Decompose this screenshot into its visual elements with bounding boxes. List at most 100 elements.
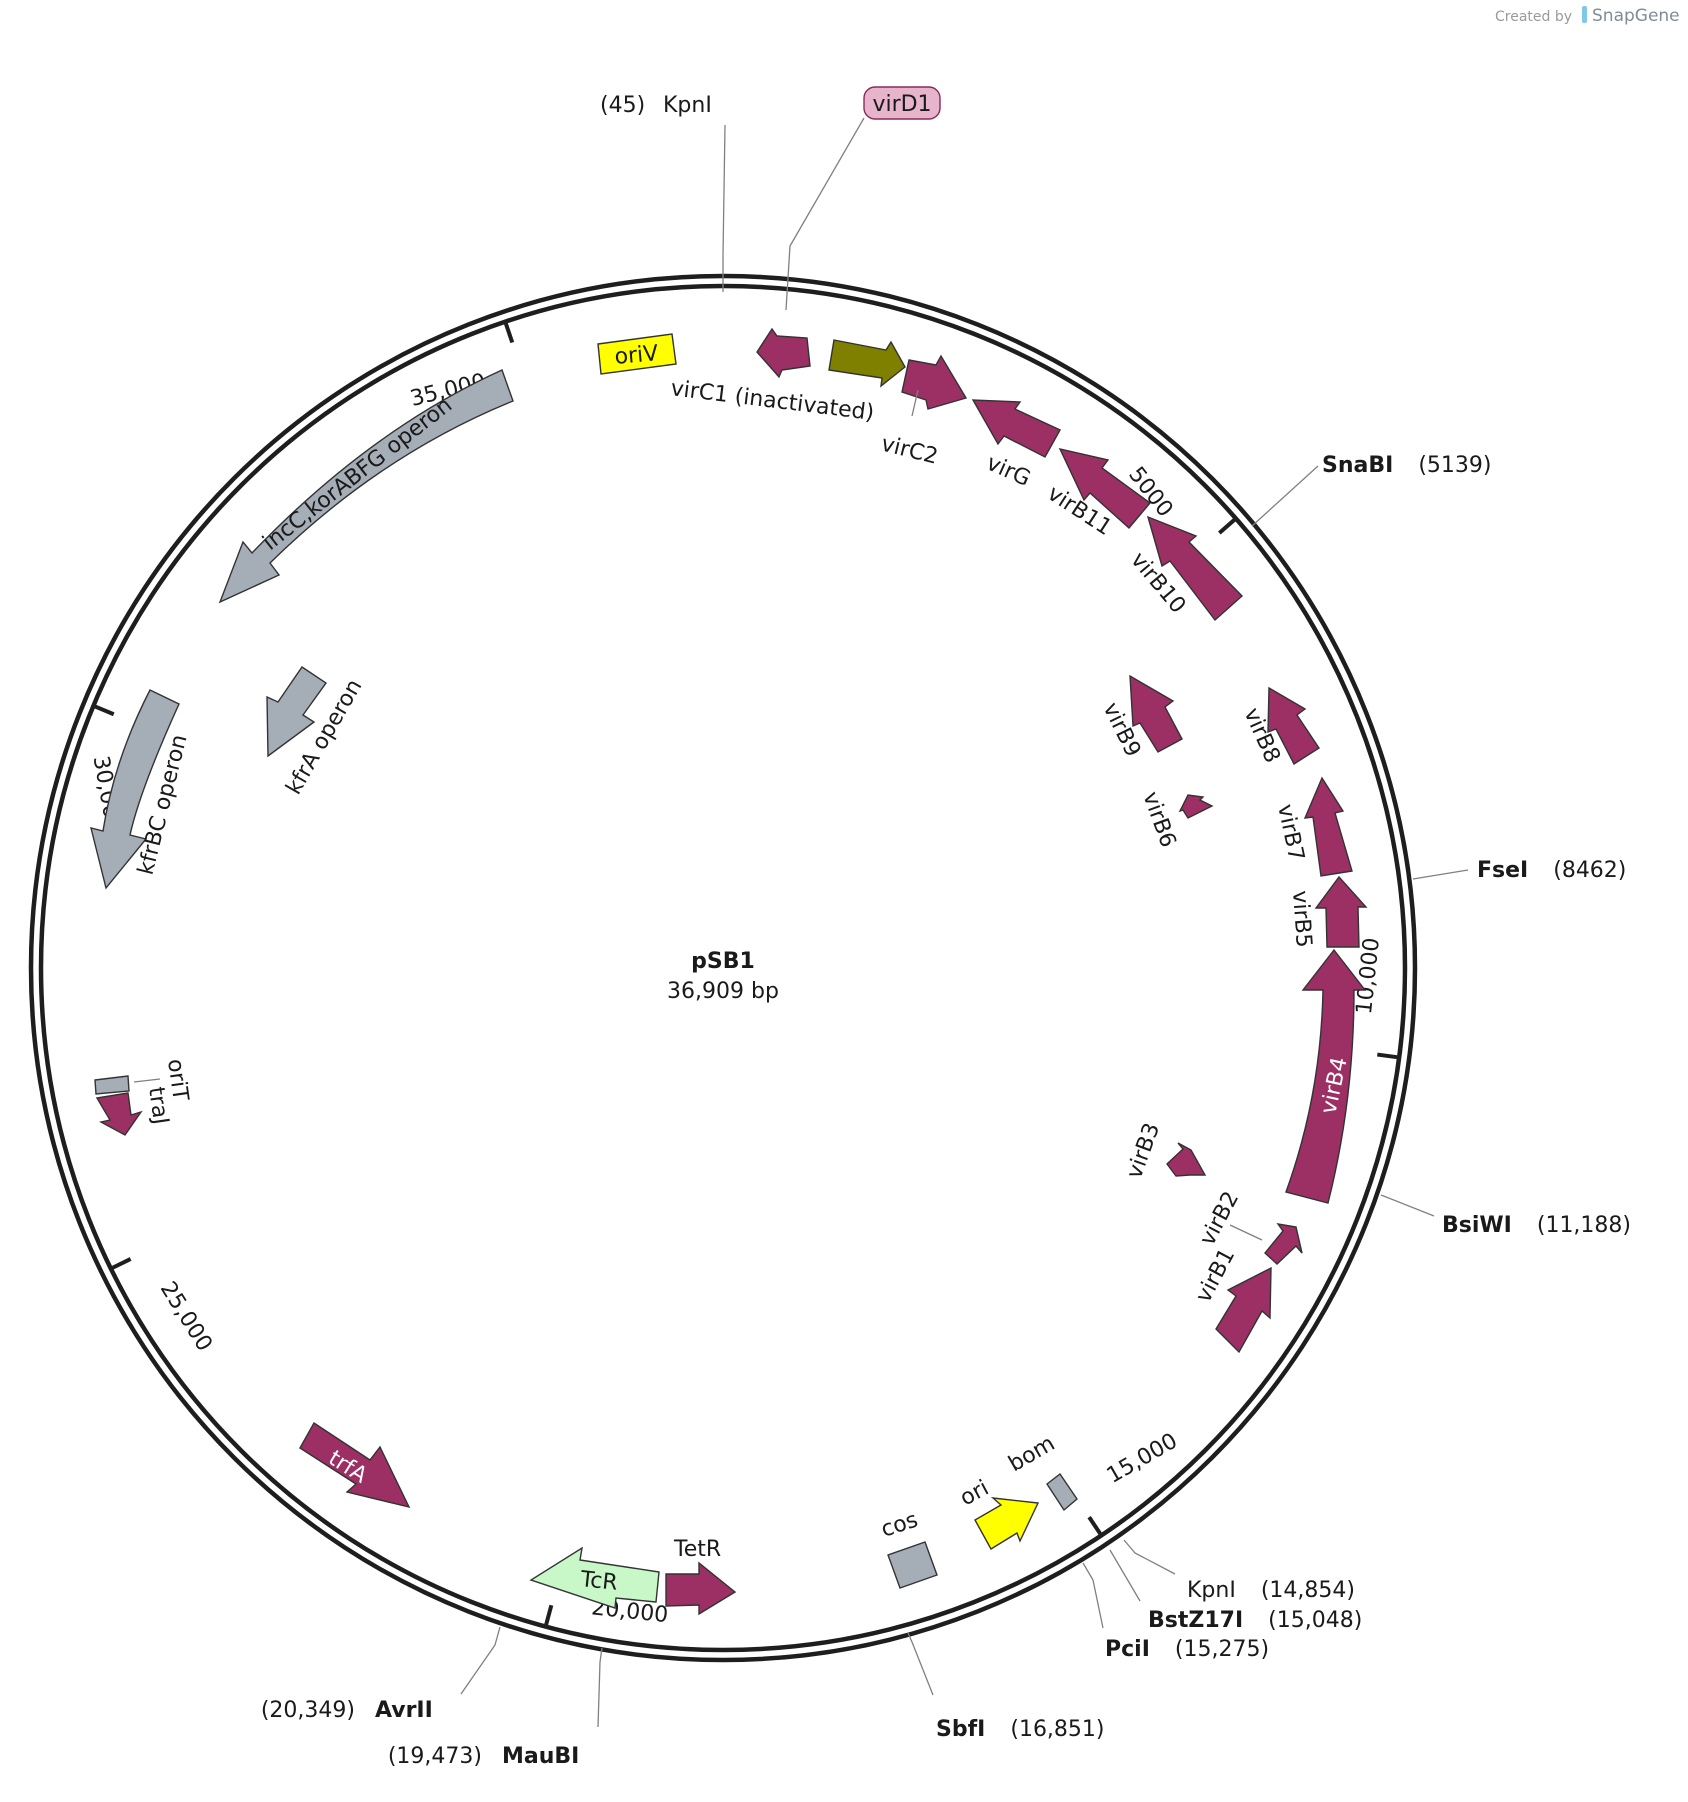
tick-mark: [111, 1257, 132, 1270]
tick-label: 25,000: [155, 1277, 217, 1356]
label-traJ: traJ: [143, 1085, 173, 1126]
label-ori: ori: [956, 1476, 993, 1512]
feature-virB8: virB8: [1239, 686, 1320, 767]
tick-mark: [94, 704, 115, 717]
feature-virB9: virB9: [1098, 674, 1183, 761]
feature-traJ: traJ: [95, 1085, 173, 1136]
plasmid-name: pSB1: [691, 949, 755, 974]
created-by-text: Created by: [1495, 9, 1572, 25]
center-label: pSB1 36,909 bp: [667, 949, 779, 1004]
feature-virB10: virB10: [1125, 515, 1244, 622]
label-virB3: virB3: [1122, 1120, 1165, 1182]
feature-virB5: virB5: [1287, 875, 1368, 949]
snapgene-name: SnapGene: [1592, 6, 1680, 26]
site-leader: [1251, 465, 1319, 527]
site-name: PciI: [1105, 1637, 1150, 1662]
label-oriV: oriV: [614, 341, 660, 370]
site-label: SbfI (16,851): [936, 1717, 1105, 1742]
label-virB2: virB2: [1195, 1188, 1244, 1250]
site-name: KpnI: [1187, 1578, 1236, 1603]
site-label: PciI (15,275): [1105, 1637, 1269, 1662]
feature-virB4: virB4: [1285, 948, 1367, 1204]
site-name: KpnI: [663, 93, 712, 118]
site-position: (8462): [1553, 858, 1626, 883]
site-position: (14,854): [1261, 1578, 1355, 1603]
feature-incC-korABFG: incC,korABFG operon: [218, 369, 514, 604]
site-leader: [1412, 869, 1469, 880]
site-name: BsiWI: [1442, 1213, 1512, 1238]
label-virB1: virB1: [1191, 1245, 1240, 1307]
feature-kfrA: kfrA operon: [266, 666, 367, 799]
label-oriT: oriT: [162, 1057, 193, 1103]
site-position: (19,473): [388, 1744, 482, 1769]
label-virC2: virC2: [879, 432, 941, 470]
site-leader: [1123, 1539, 1176, 1575]
tick-label: 15,000: [1103, 1429, 1182, 1489]
site-name: BstZ17I: [1148, 1608, 1243, 1633]
site-name: SbfI: [936, 1717, 985, 1742]
feature-olive-segment: [828, 339, 906, 388]
feature-virD1: virD1: [785, 86, 941, 311]
site-position: (15,275): [1175, 1637, 1269, 1662]
site-label: FseI (8462): [1477, 858, 1626, 883]
tick-mark: [1087, 1516, 1102, 1535]
label-virC1: virC1 (inactivated): [669, 376, 875, 426]
site-leader: [460, 1626, 501, 1695]
site-position: (11,188): [1537, 1213, 1631, 1238]
feature-virB6: virB7: [1272, 776, 1353, 877]
feature-TcR: TcR: [529, 1546, 660, 1609]
site-position: (5139): [1418, 453, 1491, 478]
tick-mark: [544, 1604, 554, 1626]
site-position: (16,851): [1010, 1717, 1104, 1742]
label-virG: virG: [983, 451, 1034, 492]
site-position: (20,349): [261, 1698, 355, 1723]
site-leader: [597, 1647, 603, 1728]
label-virB7: virB6: [1137, 789, 1180, 851]
label-TcR: TcR: [578, 1567, 618, 1596]
site-label: BsiWI (11,188): [1442, 1213, 1631, 1238]
snapgene-watermark: Created by SnapGene: [1495, 6, 1680, 26]
tick-label: 10,000: [1352, 936, 1385, 1015]
site-leader: [1380, 1194, 1435, 1217]
site-leader: [1082, 1562, 1104, 1629]
site-label: BstZ17I (15,048): [1148, 1608, 1362, 1633]
feature-oriV: oriV: [597, 333, 677, 375]
feature-TetR: TetR: [665, 1537, 737, 1616]
feature-virB1: virB1: [1191, 1245, 1272, 1354]
tick-mark: [1218, 518, 1236, 535]
feature-virG: virG: [971, 399, 1061, 492]
tick-mark: [503, 322, 515, 344]
site-name: FseI: [1477, 858, 1528, 883]
site-leader: [1109, 1549, 1141, 1602]
site-leader: [907, 1632, 934, 1696]
feature-cos: cos: [878, 1507, 938, 1589]
restriction-sites: (45) KpnI SnaBI (5139) FseI (8462) BsiWI (11,18…: [261, 93, 1631, 1769]
feature-virB2: virB2: [1195, 1188, 1303, 1265]
label-cos: cos: [878, 1507, 921, 1542]
label-virB6: virB7: [1272, 802, 1308, 863]
feature-bom: bom: [1005, 1431, 1078, 1512]
label-virB5: virB5: [1287, 890, 1316, 949]
site-leader: [722, 124, 726, 292]
site-position: (15,048): [1268, 1608, 1362, 1633]
feature-trfA: trfA: [299, 1422, 411, 1509]
site-label: SnaBI (5139): [1322, 453, 1491, 478]
label-bom: bom: [1005, 1431, 1060, 1477]
site-name: AvrII: [375, 1698, 433, 1723]
label-TetR: TetR: [673, 1537, 721, 1562]
feature-virB11: virB11: [1043, 447, 1152, 541]
label-incC-korABFG: incC,korABFG operon: [258, 393, 457, 556]
site-position: (45): [600, 93, 645, 118]
plasmid-length: 36,909 bp: [667, 979, 779, 1004]
site-name: SnaBI: [1322, 453, 1393, 478]
feature-virB3: virB3: [1122, 1120, 1207, 1182]
site-name: MauBI: [502, 1744, 579, 1769]
site-label: (45) KpnI: [600, 93, 712, 118]
site-label: (20,349) AvrII: [261, 1698, 433, 1723]
tick-mark: [1377, 1052, 1398, 1060]
label-virD1: virD1: [872, 92, 931, 117]
feature-oriT: oriT: [94, 1057, 193, 1103]
features: oriV virD1 virC1 (inactivated) virC2 vir…: [90, 86, 1368, 1616]
feature-ori: ori: [956, 1476, 1040, 1550]
